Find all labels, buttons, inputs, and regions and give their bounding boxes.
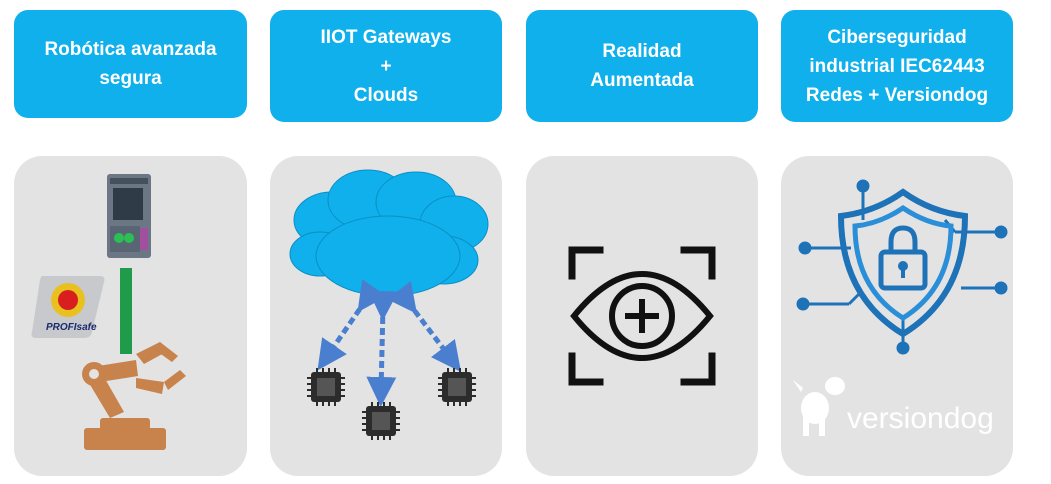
header-line: Robótica avanzada [44,39,217,60]
bidirectional-arrow-icon [317,279,387,371]
network-lines [796,179,1008,355]
header-line: Aumentada [590,70,694,91]
bidirectional-arrow-icon [386,280,462,372]
header-line: IIOT Gateways [320,26,452,48]
scan-eye-icon [568,246,716,386]
card-ar [526,156,758,476]
card-cybersecurity: versiondog [781,156,1013,476]
header-iiot: IIOT Gateways + Clouds [270,10,502,122]
header-line: + [380,55,392,77]
shield-lock-icon [837,188,969,338]
chip-icon [307,368,345,406]
header-line: segura [99,68,162,89]
plc-icon [107,174,151,258]
connector-line [120,268,132,354]
header-line: Redes + Versiondog [805,84,989,106]
header-cybersecurity: Ciberseguridad industrial IEC62443 Redes… [781,10,1013,122]
cloud-icon [289,169,489,297]
header-line: industrial IEC62443 [809,55,985,77]
robot-arm-icon [82,342,186,450]
chip-icon [438,368,476,406]
chip-icon [362,402,400,440]
profisafe-label: PROFIsafe [46,322,97,333]
bidirectional-arrow-icon [366,290,399,407]
header-robotics: Robótica avanzada segura [14,10,247,118]
versiondog-brand: versiondog [847,402,994,435]
emergency-stop-icon: PROFIsafe [31,276,105,338]
card-robotics: PROFIsafe [14,156,247,476]
header-ar: Realidad Aumentada [526,10,758,122]
header-line: Ciberseguridad [827,26,967,48]
dog-icon [793,377,845,436]
header-line: Realidad [602,41,682,62]
header-line: Clouds [353,84,419,106]
card-iiot [270,156,502,476]
